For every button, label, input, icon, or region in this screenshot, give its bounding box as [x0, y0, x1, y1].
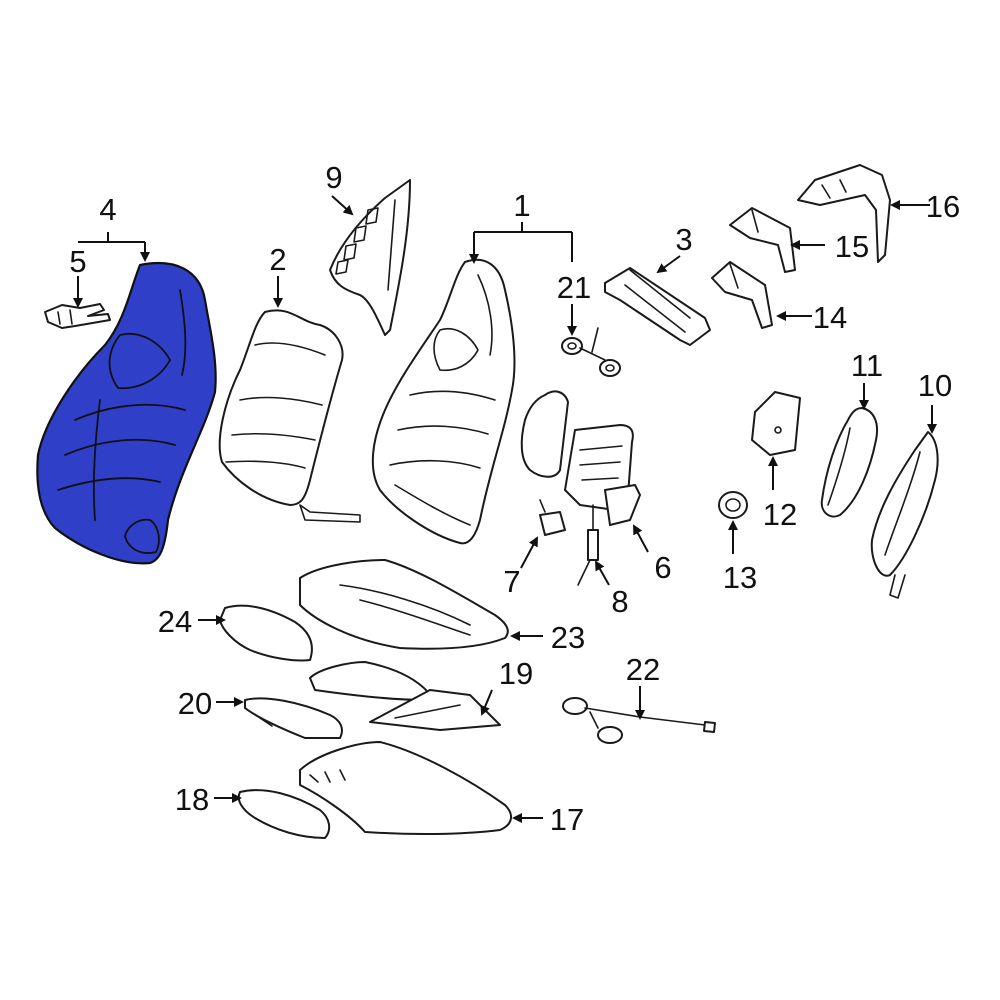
part-23-cushion[interactable] [299, 559, 509, 650]
part-14-bracket[interactable] [711, 261, 773, 329]
part-13-knob[interactable] [718, 491, 748, 519]
part-12-bracket[interactable] [751, 391, 801, 456]
callout-19: 19 [499, 656, 533, 691]
callout-7: 7 [503, 564, 520, 599]
callout-18: 18 [175, 782, 209, 817]
part-6-recliner-mechanism[interactable] [520, 390, 641, 526]
callout-3: 3 [675, 222, 692, 257]
callout-17: 17 [550, 802, 584, 837]
part-7-module[interactable] [539, 499, 566, 536]
callout-4: 4 [99, 192, 116, 227]
callout-6: 6 [654, 550, 671, 585]
part-4-seatback-cover[interactable] [36, 261, 217, 565]
part-16-trim[interactable] [797, 164, 891, 263]
part-3-bracket[interactable] [604, 267, 711, 346]
part-17-cushion-base[interactable] [299, 741, 512, 836]
callout-labels: 4 5 2 9 1 21 3 16 15 14 11 10 12 13 6 7 … [69, 160, 960, 837]
part-9-side-panel[interactable] [329, 179, 411, 336]
callout-20: 20 [178, 686, 212, 721]
part-18-pad[interactable] [237, 789, 331, 839]
leader-lines [73, 195, 937, 823]
part-19-cover[interactable] [309, 661, 501, 731]
callout-11: 11 [851, 348, 883, 383]
callout-10: 10 [918, 368, 952, 403]
callout-22: 22 [626, 652, 660, 687]
callout-23: 23 [551, 620, 585, 655]
callout-16: 16 [926, 189, 960, 224]
callout-12: 12 [763, 497, 797, 532]
callout-2: 2 [269, 242, 286, 277]
part-8-connector[interactable] [577, 504, 599, 586]
callout-13: 13 [723, 560, 757, 595]
part-21-grommets[interactable] [561, 327, 621, 377]
callout-24: 24 [158, 604, 192, 639]
part-1-seatback-assembly[interactable] [371, 258, 516, 545]
part-20-panel[interactable] [244, 697, 343, 739]
part-2-seatback-pad[interactable] [218, 309, 361, 523]
callout-9: 9 [325, 160, 342, 195]
part-5-clips[interactable] [44, 303, 111, 329]
callout-21: 21 [557, 270, 591, 305]
callout-5: 5 [69, 244, 86, 279]
callout-15: 15 [835, 229, 869, 264]
part-10-cover[interactable] [870, 431, 939, 599]
part-24-pad[interactable] [219, 604, 313, 662]
part-11-cover[interactable] [820, 407, 878, 518]
part-15-bracket[interactable] [729, 207, 796, 273]
callout-1: 1 [513, 188, 530, 223]
callout-14: 14 [813, 300, 847, 335]
callout-8: 8 [611, 584, 628, 619]
